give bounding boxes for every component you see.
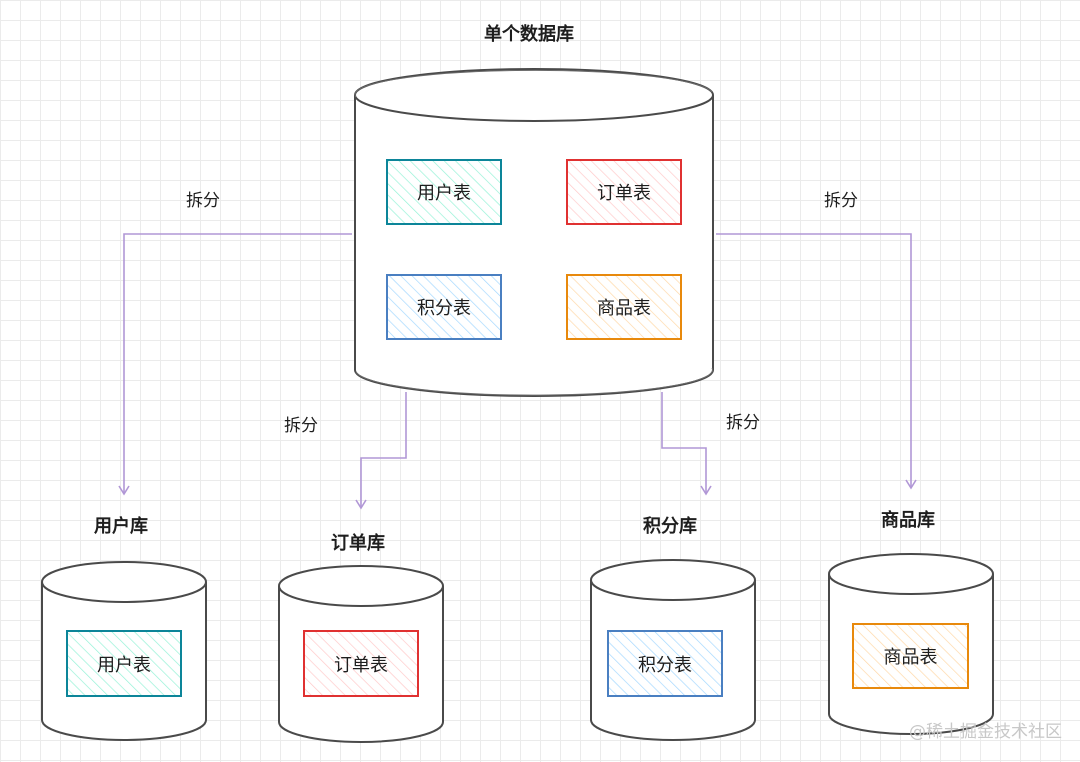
- main-database-cylinder: [354, 68, 714, 397]
- edge-label-split: 拆分: [726, 413, 760, 433]
- hatch-split-order: [304, 631, 418, 696]
- split-db-title-product: 商品库: [881, 510, 935, 531]
- split-table-user-label: 用户表: [97, 654, 151, 676]
- arrow-to-user-db: [118, 233, 352, 496]
- edge-label-split: 拆分: [186, 191, 220, 211]
- split-table-product: 商品表: [852, 623, 969, 689]
- edge-label-split: 拆分: [284, 416, 318, 436]
- hatch-main-product: [567, 275, 681, 339]
- split-table-points-label: 积分表: [638, 654, 692, 676]
- split-table-order-label: 订单表: [334, 654, 388, 676]
- main-table-user-label: 用户表: [417, 183, 471, 204]
- main-table-order-label: 订单表: [597, 183, 651, 204]
- split-table-product-label: 商品表: [883, 647, 938, 668]
- hatch-split-product: [853, 624, 968, 688]
- arrow-to-order-db: [355, 392, 407, 510]
- split-db-title-points: 积分库: [643, 516, 697, 537]
- main-table-points: 积分表: [386, 274, 502, 340]
- hatch-main-user: [387, 160, 501, 224]
- main-table-order: 订单表: [566, 159, 682, 225]
- hatch-main-points: [387, 275, 501, 339]
- split-table-user: 用户表: [66, 630, 182, 697]
- main-db-title: 单个数据库: [484, 24, 574, 45]
- edge-label-split: 拆分: [824, 191, 858, 211]
- split-db-title-user: 用户库: [94, 516, 148, 537]
- hatch-main-order: [567, 160, 681, 224]
- hatch-split-user: [67, 631, 181, 696]
- main-table-product: 商品表: [566, 274, 682, 340]
- main-table-product-label: 商品表: [597, 298, 651, 319]
- arrow-to-product-db: [716, 233, 917, 490]
- hatch-split-points: [608, 631, 722, 696]
- main-table-user: 用户表: [386, 159, 502, 225]
- main-table-points-label: 积分表: [417, 298, 471, 319]
- watermark: @稀土掘金技术社区: [909, 722, 1062, 742]
- split-table-points: 积分表: [607, 630, 723, 697]
- arrow-to-points-db: [661, 392, 712, 496]
- split-table-order: 订单表: [303, 630, 419, 697]
- split-db-title-order: 订单库: [331, 533, 385, 554]
